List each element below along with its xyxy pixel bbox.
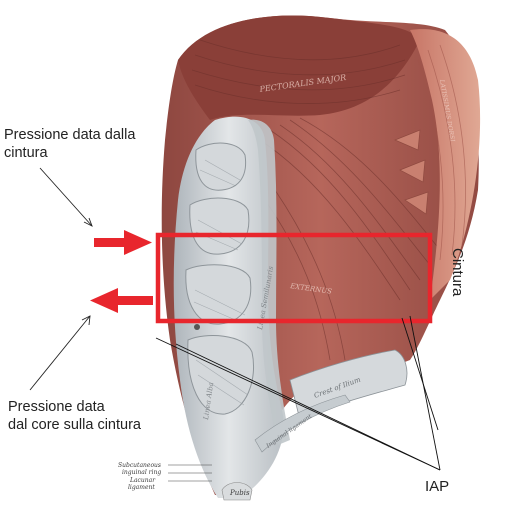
belt-label: Cintura (449, 248, 466, 297)
subcut-label-1: Subcutaneous (118, 462, 161, 469)
core-pressure-line1: Pressione data (8, 399, 105, 415)
core-pressure-label: Pressione data dal core sulla cintura (8, 398, 141, 434)
umbilicus (194, 324, 200, 330)
lacunar-label-2: ligament (128, 484, 155, 491)
iap-label: IAP (425, 478, 450, 495)
belt-pressure-label: Pressione data dalla cintura (4, 126, 135, 162)
belt-pressure-line1: Pressione data dalla (4, 127, 136, 143)
belt-pressure-line2: cintura (4, 145, 48, 161)
arrow-in (94, 230, 152, 255)
lacunar-label-1: Lacunar (129, 477, 156, 484)
latissimus-region (410, 29, 481, 300)
inguinal-ligament (254, 394, 351, 453)
arrow-out (90, 288, 153, 313)
belt-box (155, 232, 433, 324)
iap-pointer-lines (155, 315, 441, 471)
linea-semilunaris (248, 119, 290, 445)
pubis-label: Pubis (229, 489, 250, 497)
subcut-label-2: inguinal ring (122, 469, 161, 476)
core-pressure-line2: dal core sulla cintura (8, 417, 141, 433)
pubis (221, 482, 253, 501)
pectoralis-region (178, 15, 420, 121)
